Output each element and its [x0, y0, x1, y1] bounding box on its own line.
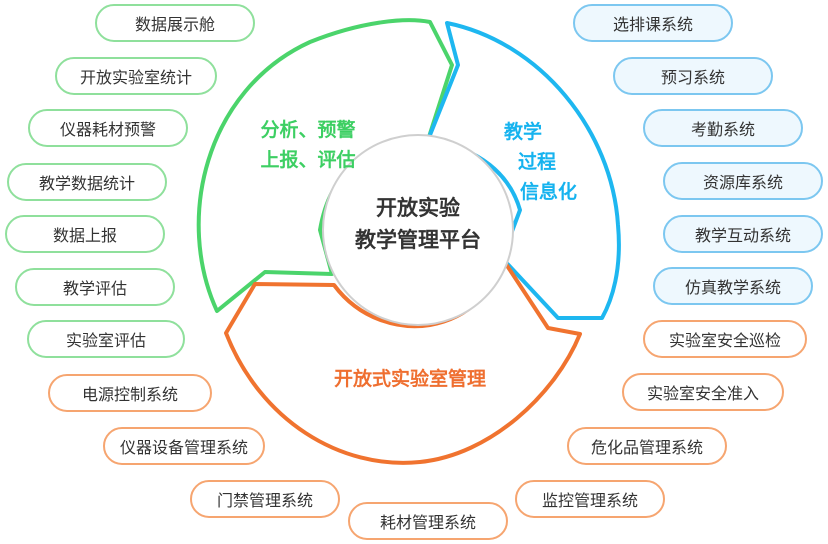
- pill-resource-library[interactable]: 资源库系统: [663, 162, 823, 200]
- platform-title-line1: 开放实验: [376, 196, 460, 220]
- pill-monitoring-system[interactable]: 监控管理系统: [515, 480, 665, 518]
- analysis-label-line1: 分析、预警: [260, 119, 356, 141]
- pill-instrument-management[interactable]: 仪器设备管理系统: [103, 427, 265, 465]
- pill-lab-evaluation[interactable]: 实验室评估: [27, 320, 185, 358]
- pill-lab-statistics[interactable]: 开放实验室统计: [55, 57, 217, 95]
- pill-consumables-management[interactable]: 耗材管理系统: [348, 502, 508, 540]
- pill-lab-safety-inspection[interactable]: 实验室安全巡检: [643, 320, 807, 358]
- platform-title: 开放实验 教学管理平台: [323, 192, 513, 256]
- pill-attendance-system[interactable]: 考勤系统: [643, 109, 803, 147]
- teaching-label: 教学 过程 信息化: [490, 117, 600, 207]
- teaching-label-line1: 教学: [504, 121, 543, 143]
- teaching-label-line3: 信息化: [520, 181, 578, 203]
- analysis-label-line2: 上报、评估: [260, 149, 356, 171]
- pill-teaching-interaction[interactable]: 教学互动系统: [663, 215, 823, 253]
- pill-course-scheduling[interactable]: 选排课系统: [573, 4, 733, 42]
- pill-hazardous-chemicals[interactable]: 危化品管理系统: [567, 427, 727, 465]
- center-circle: [322, 134, 514, 326]
- pill-data-report[interactable]: 数据上报: [5, 215, 165, 253]
- pill-lab-safety-access[interactable]: 实验室安全准入: [622, 373, 784, 411]
- pill-preview-system[interactable]: 预习系统: [613, 57, 773, 95]
- platform-title-line2: 教学管理平台: [355, 228, 481, 252]
- pill-equipment-warning[interactable]: 仪器耗材预警: [28, 109, 188, 147]
- pill-teaching-statistics[interactable]: 教学数据统计: [7, 163, 167, 201]
- teaching-label-line2: 过程: [518, 151, 557, 173]
- pill-access-control[interactable]: 门禁管理系统: [190, 480, 340, 518]
- analysis-label: 分析、预警 上报、评估: [238, 115, 378, 175]
- pill-data-display[interactable]: 数据展示舱: [95, 4, 255, 42]
- pill-teaching-evaluation[interactable]: 教学评估: [15, 268, 175, 306]
- pill-power-control[interactable]: 电源控制系统: [48, 374, 212, 412]
- lab-management-label: 开放式实验室管理: [333, 368, 486, 390]
- pill-simulation-teaching[interactable]: 仿真教学系统: [653, 267, 813, 305]
